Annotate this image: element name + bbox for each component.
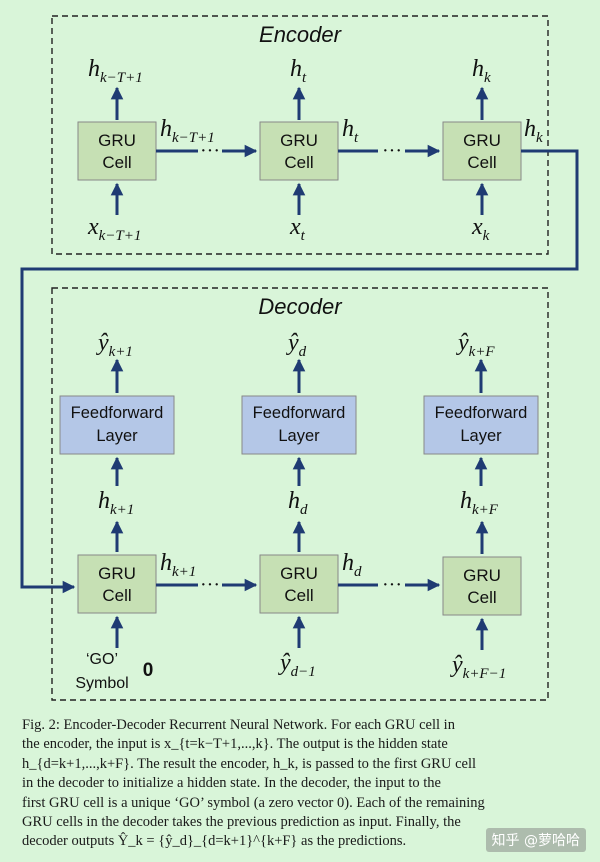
decoder-y-3: ŷk+F: [456, 330, 495, 360]
svg-text:GRU: GRU: [463, 566, 501, 585]
svg-text:Cell: Cell: [102, 586, 131, 605]
svg-text:Layer: Layer: [460, 427, 502, 445]
decoder-input-3: ŷk+F−1: [450, 652, 506, 682]
encoder-cell-3: GRU Cell: [442, 121, 522, 181]
gru-label-line1: GRU: [280, 131, 318, 150]
caption-line: the encoder, the input is x_{t=k−T+1,...…: [22, 736, 448, 753]
svg-text:GRU: GRU: [280, 564, 318, 583]
gru-label-line2: Cell: [467, 153, 496, 172]
zero-vector: 0: [143, 660, 154, 681]
svg-text:Cell: Cell: [284, 586, 313, 605]
gru-label-line2: Cell: [102, 153, 131, 172]
encoder-output-2: ht: [290, 56, 307, 86]
encoder-output-3: hk: [472, 56, 491, 86]
encoder-input-1: xk−T+1: [87, 214, 141, 244]
encoder-input-2: xt: [289, 214, 306, 244]
encoder-input-3: xk: [471, 214, 490, 244]
decoder-ff-3: Feedforward Layer: [423, 395, 539, 455]
encoder-side-output-2: ht: [342, 116, 359, 146]
svg-text:Feedforward: Feedforward: [71, 404, 164, 422]
svg-text:Layer: Layer: [278, 427, 320, 445]
svg-text:Feedforward: Feedforward: [253, 404, 346, 422]
caption-line: in the decoder to initialize a hidden st…: [22, 775, 441, 792]
encoder-decoder-diagram: Encoder Decoder GRU Cell GRU Cell GRU Ce…: [20, 15, 579, 701]
encoder-cell-1: GRU Cell: [77, 121, 157, 181]
go-symbol-line1: ‘GO’: [86, 651, 118, 668]
decoder-y-2: ŷd: [286, 330, 307, 360]
encoder-cell-2: GRU Cell: [259, 121, 339, 181]
decoder-cell-1: GRU Cell: [77, 554, 157, 614]
decoder-title: Decoder: [258, 294, 343, 319]
decoder-ff-2: Feedforward Layer: [241, 395, 357, 455]
encoder-title: Encoder: [259, 22, 343, 47]
decoder-ellipsis-2: ···: [382, 574, 402, 596]
encoder-output-1: hk−T+1: [88, 56, 143, 86]
decoder-side-h-1: hk+1: [160, 550, 196, 580]
decoder-ellipsis-1: ···: [200, 574, 220, 596]
decoder-h-1: hk+1: [98, 488, 134, 518]
svg-text:Layer: Layer: [96, 427, 138, 445]
svg-text:Cell: Cell: [467, 588, 496, 607]
decoder-y-1: ŷk+1: [96, 330, 133, 360]
gru-label-line1: GRU: [463, 131, 501, 150]
encoder-side-output-3: hk: [524, 116, 543, 146]
caption-line: first GRU cell is a unique ‘GO’ symbol (…: [22, 794, 485, 811]
decoder-ff-1: Feedforward Layer: [59, 395, 175, 455]
decoder-h-2: hd: [288, 488, 308, 518]
encoder-frame: [51, 15, 549, 255]
decoder-side-h-2: hd: [342, 550, 362, 580]
encoder-arrows: [110, 86, 489, 215]
caption-line: decoder outputs Ŷ_k = {ŷ_d}_{d=k+1}^{k+F…: [22, 833, 407, 850]
decoder-input-2: ŷd−1: [278, 650, 316, 680]
caption-line: h_{d=k+1,...,k+F}. The result the encode…: [22, 755, 477, 772]
gru-label-line1: GRU: [98, 131, 136, 150]
caption-line: GRU cells in the decoder takes the previ…: [22, 814, 461, 831]
watermark: 知乎 @萝哈哈: [485, 828, 586, 852]
go-symbol-line2: Symbol: [75, 675, 128, 692]
caption-line: Fig. 2: Encoder-Decoder Recurrent Neural…: [22, 717, 455, 733]
decoder-cell-3: GRU Cell: [442, 556, 522, 616]
encoder-side-output-1: hk−T+1: [160, 116, 215, 146]
decoder-frame: [51, 287, 549, 701]
encoder-to-decoder-connector: [20, 149, 579, 594]
encoder-ellipsis-1: ···: [200, 140, 220, 162]
gru-label-line2: Cell: [284, 153, 313, 172]
figure-caption: Fig. 2: Encoder-Decoder Recurrent Neural…: [22, 716, 578, 852]
encoder-ellipsis-2: ···: [382, 140, 402, 162]
svg-text:Feedforward: Feedforward: [435, 404, 528, 422]
decoder-h-3: hk+F: [460, 488, 499, 518]
decoder-arrows: [110, 358, 489, 650]
svg-text:GRU: GRU: [98, 564, 136, 583]
decoder-cell-2: GRU Cell: [259, 554, 339, 614]
